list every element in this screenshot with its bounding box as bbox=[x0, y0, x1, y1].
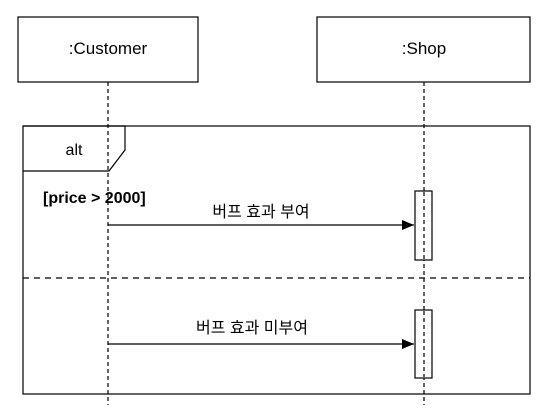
customer-lifeline-label: :Customer bbox=[69, 39, 148, 58]
shop-activation-bar[interactable] bbox=[414, 190, 433, 261]
guard-condition: [price > 2000] bbox=[43, 190, 146, 207]
alt-operator-tab bbox=[23, 125, 126, 172]
message-label: 버프 효과 부여 bbox=[212, 203, 309, 221]
customer-lifeline-box[interactable] bbox=[17, 16, 199, 83]
message-label: 버프 효과 미부여 bbox=[196, 319, 308, 337]
alt-operator-label: alt bbox=[66, 142, 83, 159]
shop-activation-bar[interactable] bbox=[414, 309, 433, 379]
alt-fragment-frame bbox=[22, 125, 531, 395]
shop-lifeline-label: :Shop bbox=[402, 39, 446, 58]
shop-lifeline-box[interactable] bbox=[316, 16, 531, 83]
